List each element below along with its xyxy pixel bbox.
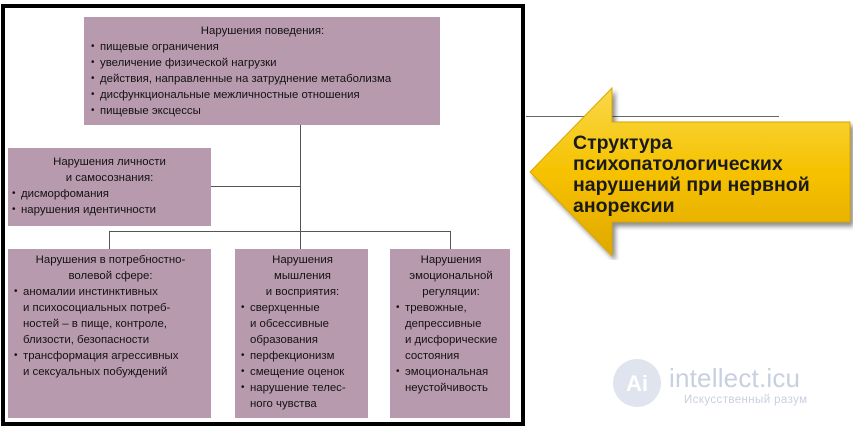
- connector-horizontal: [109, 231, 451, 232]
- watermark-title: intellect.icu: [669, 363, 801, 393]
- personality-list: дисморфомания нарушения идентичности: [12, 186, 207, 218]
- list-item: аномалии инстинктивных и психосоциальных…: [14, 284, 207, 348]
- emotion-title: Нарушения эмоциональной регуляции:: [409, 254, 493, 298]
- watermark-subtitle: Искусственный разум: [684, 394, 808, 406]
- connector-personality: [211, 186, 300, 187]
- list-item: пищевые ограничения: [91, 39, 434, 55]
- callout-arrow-icon: [529, 86, 851, 258]
- connector-trunk: [300, 125, 301, 231]
- connector-thinking: [300, 231, 301, 249]
- thinking-box: Нарушения мышления и восприятия: сверхце…: [235, 249, 368, 418]
- list-item: нарушения идентичности: [12, 202, 207, 218]
- diagram-frame: Нарушения поведения: пищевые ограничения…: [1, 4, 525, 426]
- behavior-box: Нарушения поведения: пищевые ограничения…: [84, 17, 440, 125]
- emotion-box: Нарушения эмоциональной регуляции: трево…: [390, 249, 510, 418]
- list-item: пищевые эксцессы: [91, 103, 434, 119]
- personality-title: Нарушения личности и самосознания:: [53, 156, 166, 184]
- list-item: смещение оценок: [241, 364, 364, 380]
- list-item: трансформация агрессивных и сексуальных …: [14, 348, 207, 380]
- needs-list: аномалии инстинктивных и психосоциальных…: [14, 284, 207, 380]
- list-item: увеличение физической нагрузки: [91, 55, 434, 71]
- behavior-title: Нарушения поведения:: [200, 25, 325, 37]
- thinking-list: сверхценные и обсессивные образования пе…: [241, 300, 364, 412]
- list-item: эмоциональная неустойчивость: [396, 364, 506, 396]
- personality-box: Нарушения личности и самосознания: дисмо…: [8, 148, 211, 226]
- connector-needs: [109, 231, 110, 249]
- list-item: перфекционизм: [241, 348, 364, 364]
- emotion-list: тревожные, депрессивные и дисфорические …: [396, 300, 506, 396]
- watermark-logo-icon: Ai: [613, 359, 661, 407]
- list-item: сверхценные и обсессивные образования: [241, 300, 364, 348]
- connector-emotion: [450, 231, 451, 249]
- watermark-logo-text: Ai: [626, 371, 648, 396]
- list-item: тревожные, депрессивные и дисфорические …: [396, 300, 506, 364]
- list-item: дисморфомания: [12, 186, 207, 202]
- callout-text: Структура психопатологических нарушений …: [573, 132, 810, 217]
- behavior-list: пищевые ограничения увеличение физическо…: [91, 39, 434, 119]
- reference-line: [526, 116, 779, 117]
- list-item: действия, направленные на затруднение ме…: [91, 71, 434, 87]
- needs-box: Нарушения в потребностно- волевой сфере:…: [8, 249, 211, 418]
- list-item: нарушение телес- ного чувства: [241, 380, 364, 412]
- thinking-title: Нарушения мышления и восприятия:: [265, 254, 340, 298]
- list-item: дисфункциональные межличностные отношени…: [91, 87, 434, 103]
- needs-title: Нарушения в потребностно- волевой сфере:: [35, 254, 186, 282]
